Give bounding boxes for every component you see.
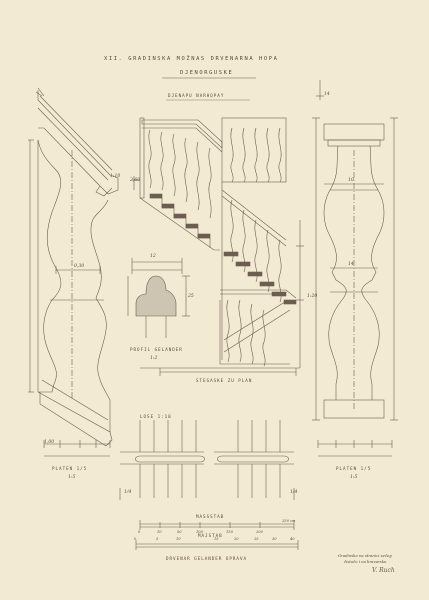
right-detail-scale: 1:5 [350,475,358,480]
drawing-linework [28,77,398,550]
dim-label: 12 [150,254,156,259]
right-top-dim: 14 [324,92,330,97]
rail-plan-section [119,420,295,500]
scale-tick-label: 150 [226,530,233,534]
scale-caption-1: MASSSTAB [196,514,225,519]
scale-tick-label: 10 [176,537,181,541]
right-baluster-elevation [312,80,398,457]
scale-tick-label: 200 [256,530,263,534]
section-label: DJENAPU NARHOPAY [168,93,225,98]
dim-label: 1,00 [44,440,55,445]
dim-label: 10 [348,178,354,183]
sheet-subtitle: DJENORGUSKE [180,70,234,76]
dim-label: 1:10 [110,174,121,179]
dim-label: 25 [188,294,194,299]
scale-tick-label: 50 [177,530,182,534]
footer-caption: DRVENAR GELANDER OPRAVA [166,556,247,561]
half-caption: LOSE 1:10 [140,414,172,419]
dim-label: 1:20 [307,294,318,299]
handrail-profile-section [127,258,190,338]
dim-label: 2,60 [130,178,141,183]
left-baluster-elevation [28,87,119,457]
left-detail-scale: 1:5 [68,475,76,480]
profile-caption: PROFIL GELANDER [130,347,183,352]
right-fraction: 1/4 [290,490,298,495]
left-fraction: 1/4 [124,490,132,495]
signature: V. Ruch [372,567,395,574]
left-detail-caption: PLATEN 1/5 [52,466,88,471]
scale-tick-label: 0 [134,537,137,541]
scale-tick-label: 25 [254,537,259,541]
dim-label: 14 [348,262,354,267]
sheet-title: XII. GRADINSKA MOŽNAS DRVENARNA HOPA [104,56,279,62]
scale-bars [135,520,299,550]
scale-tick-label: 5 [156,537,159,541]
scale-tick-label: 100 [196,530,203,534]
right-detail-caption: PLATEN 1/5 [336,466,372,471]
scale-tick-label: 0 [138,530,141,534]
scale-tick-label: 20 [234,537,239,541]
scale-tick-label: 40 [290,537,295,541]
scale-caption-2: MAJSTAB [198,533,223,538]
stamp-line-2: čistočo i na bravarsku [344,559,387,564]
scale-tick-label: 30 [272,537,277,541]
scale-tick-label: 15 [214,537,219,541]
center-stair-elevation [132,117,304,376]
stamp-line-1: Gradinsko na stranici sečeg [338,553,392,558]
profile-scale: 1:2 [150,356,158,361]
scale-tick-label: 250 cm [282,519,296,523]
stair-caption: STEGASKE ZU PLAN [196,378,253,383]
scale-tick-label: 10 [157,530,162,534]
dim-label: 0,30 [74,264,85,269]
